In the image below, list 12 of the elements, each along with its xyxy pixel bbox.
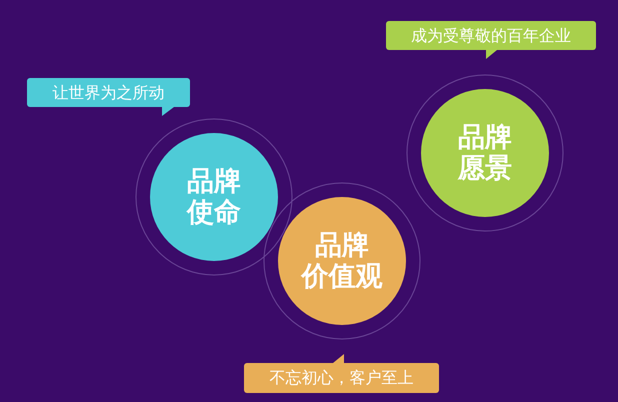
speech-bubble	[386, 21, 596, 59]
callout-text: 不忘初心，客户至上	[270, 368, 414, 388]
callout-text: 成为受尊敬的百年企业	[411, 26, 571, 46]
circle-node	[150, 133, 278, 261]
circle-node	[278, 197, 406, 325]
circle-title: 品牌使命	[187, 166, 241, 228]
circle-node	[421, 89, 549, 217]
speech-bubble	[244, 354, 439, 393]
callout-text: 让世界为之所动	[52, 82, 164, 102]
circle-title: 品牌愿景	[458, 122, 512, 184]
speech-bubble	[27, 78, 190, 116]
circle-title: 品牌价值观	[302, 230, 382, 292]
